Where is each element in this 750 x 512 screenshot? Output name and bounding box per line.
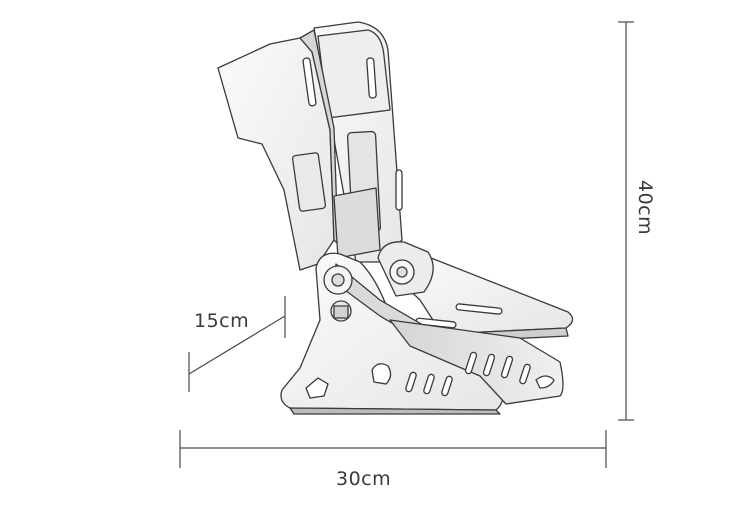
front-shin-plate <box>217 37 335 271</box>
front-footplate <box>389 319 564 405</box>
inner-cross-block <box>333 187 381 259</box>
front-plate-window <box>291 152 327 212</box>
base-slot-4 <box>464 351 478 375</box>
base-slot-5 <box>482 353 496 377</box>
front-plate-side <box>299 29 339 245</box>
rear-frame-slot <box>366 57 377 99</box>
base-slot-7 <box>519 363 531 385</box>
front-hinge-bolt-core <box>331 273 345 287</box>
rear-hinge-bolt-core <box>396 266 408 278</box>
base-cutout-tip <box>535 375 555 389</box>
leg-brace-illustration <box>217 21 574 415</box>
base-slot-3 <box>441 375 453 397</box>
rear-frame-slot-lower <box>395 169 403 211</box>
adjustment-knob-shaft <box>333 305 349 319</box>
rear-footplate-slot <box>455 303 503 315</box>
base-cutout-round <box>371 363 392 385</box>
depth-dimension-label: 15cm <box>194 310 250 332</box>
base-slot-1 <box>405 371 417 393</box>
width-dimension-label: 30cm <box>336 468 392 490</box>
depth-dimension-line <box>188 315 286 375</box>
base-slot-2 <box>423 373 435 395</box>
dimension-lines <box>179 21 634 468</box>
height-dimension-label: 40cm <box>634 180 656 236</box>
front-plate-slot <box>302 57 317 107</box>
base-slot-6 <box>500 355 514 379</box>
base-bottom-edge <box>289 407 501 415</box>
base-cutout-triangle <box>305 377 329 399</box>
